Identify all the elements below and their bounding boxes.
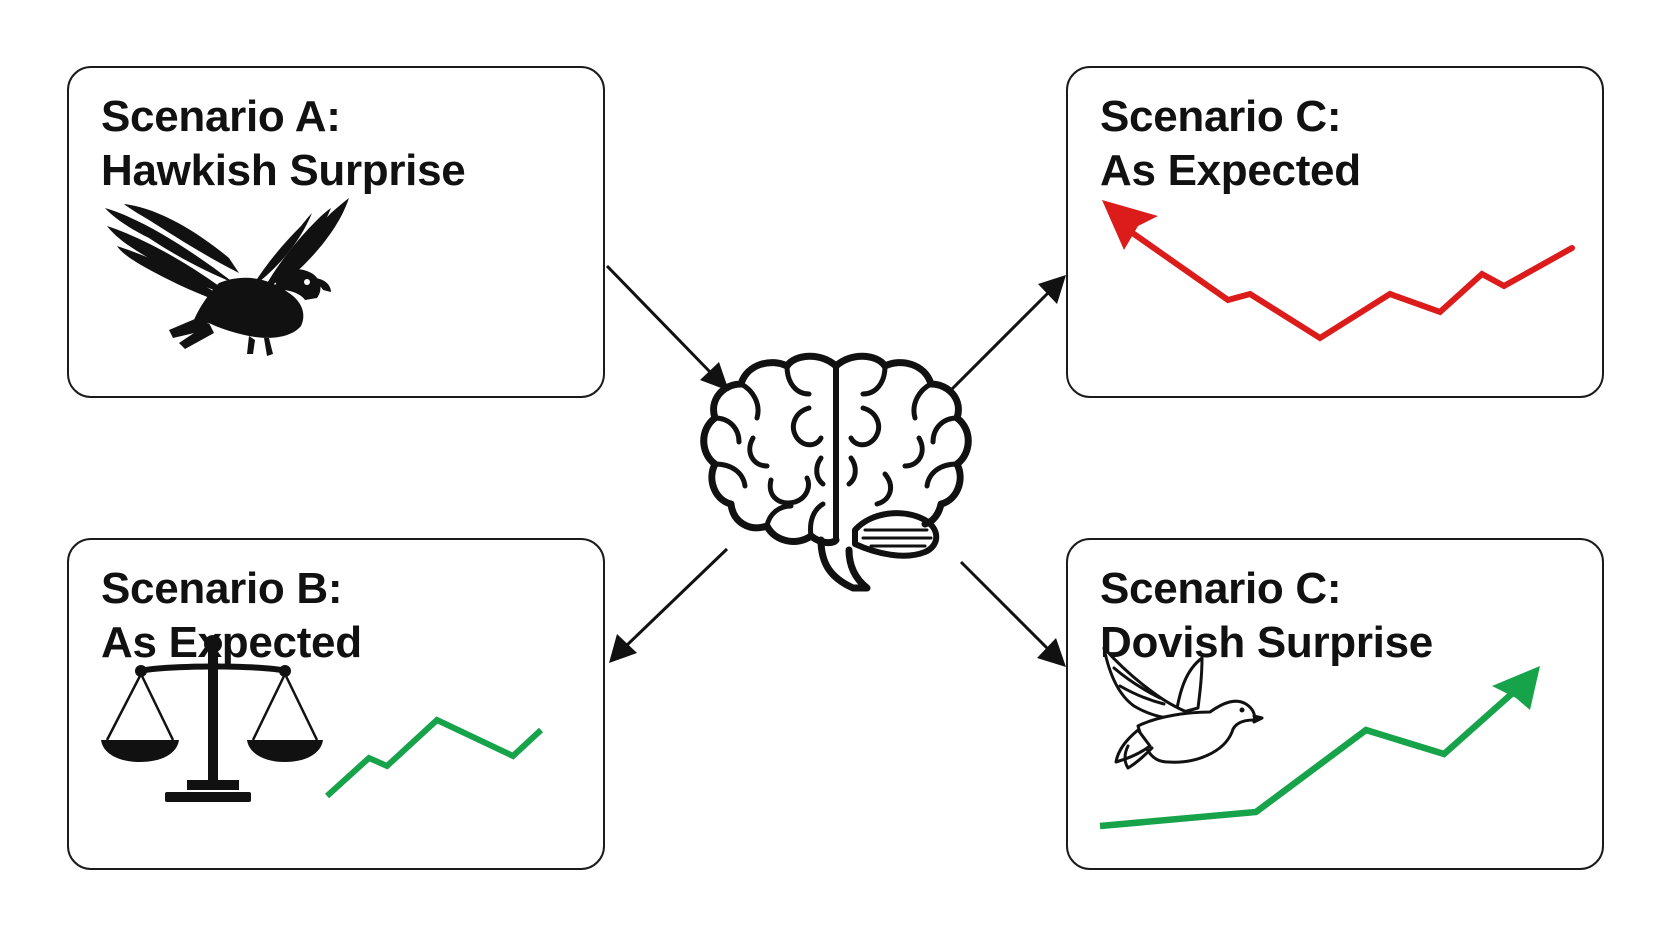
eagle-icon xyxy=(105,198,349,356)
dove-icon xyxy=(1102,646,1264,770)
green-zigzag-line xyxy=(324,716,544,799)
scenario-b-subheading: As Expected xyxy=(101,618,362,667)
arrow-brain-to-c1-head xyxy=(1038,275,1066,304)
arrow-a-to-brain-head xyxy=(700,362,729,391)
arrow-brain-to-c1 xyxy=(950,289,1052,391)
scenario-b-card: Scenario B: As Expected xyxy=(67,538,605,870)
scenario-c1-title: Scenario C: As Expected xyxy=(1100,90,1361,198)
green-arrowhead xyxy=(1492,666,1540,710)
arrow-a-to-brain xyxy=(605,264,714,376)
arrow-brain-to-c2 xyxy=(959,560,1052,653)
scales-icon xyxy=(101,635,323,802)
scenario-b-heading: Scenario B: xyxy=(101,564,343,613)
green-zigzag-line-icon xyxy=(324,716,544,799)
scenario-c-dovish-card: Scenario C: Dovish Surprise xyxy=(1066,538,1604,870)
scenario-c1-subheading: As Expected xyxy=(1100,146,1361,195)
scenario-c-as-expected-card: Scenario C: As Expected xyxy=(1066,66,1604,398)
scenario-a-subheading: Hawkish Surprise xyxy=(101,146,466,195)
scenario-a-heading: Scenario A: xyxy=(101,92,341,141)
arrow-brain-to-b-head xyxy=(609,634,637,663)
scenario-c2-heading: Scenario C: xyxy=(1100,564,1342,613)
green-rising-arrow-icon xyxy=(1099,666,1540,830)
scenario-c2-title: Scenario C: Dovish Surprise xyxy=(1100,562,1433,670)
scenario-a-card: Scenario A: Hawkish Surprise xyxy=(67,66,605,398)
scenario-c2-subheading: Dovish Surprise xyxy=(1100,618,1433,667)
red-trend-line xyxy=(1111,217,1575,342)
arrow-brain-to-c2-head xyxy=(1037,638,1066,667)
red-arrowhead xyxy=(1102,200,1158,250)
scenario-c1-heading: Scenario C: xyxy=(1100,92,1342,141)
scenario-b-title: Scenario B: As Expected xyxy=(101,562,362,670)
red-zigzag-arrow-icon xyxy=(1102,200,1575,342)
arrow-brain-to-b xyxy=(623,547,729,649)
scenario-a-title: Scenario A: Hawkish Surprise xyxy=(101,90,466,198)
green-trend-line xyxy=(1099,687,1519,830)
